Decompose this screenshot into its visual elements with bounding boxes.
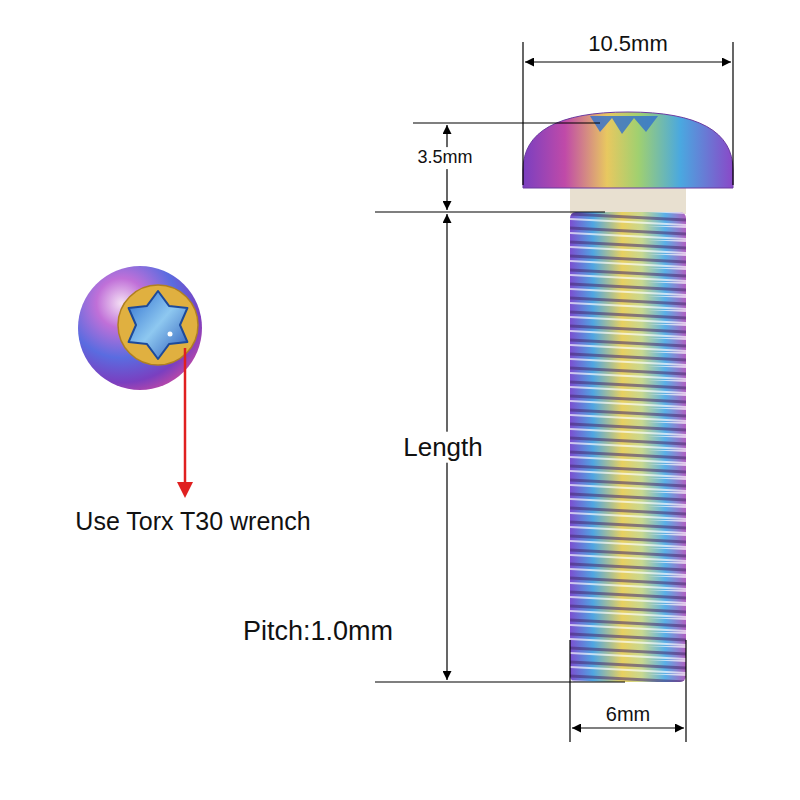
- pointer-arrow: [177, 348, 193, 498]
- dimension-label: Pitch:1.0mm: [240, 616, 396, 648]
- head-front-view: [78, 266, 202, 390]
- note-label: Use Torx T30 wrench: [72, 507, 313, 537]
- dimension-label: Length: [400, 432, 486, 463]
- dimension-label: 6mm: [603, 702, 653, 726]
- head-recess: [590, 116, 658, 134]
- dimension-label: 3.5mm: [414, 147, 475, 169]
- recess-center: [168, 332, 173, 337]
- bolt-neck: [570, 186, 686, 214]
- dimension-label: 10.5mm: [585, 31, 670, 57]
- torx-recess: [129, 291, 188, 359]
- bolt-threads: [570, 212, 686, 682]
- dimension-lines: [375, 42, 733, 742]
- bolt-shaft: [570, 212, 686, 682]
- head-disc: [78, 266, 202, 390]
- bolt-side-view: [523, 112, 733, 682]
